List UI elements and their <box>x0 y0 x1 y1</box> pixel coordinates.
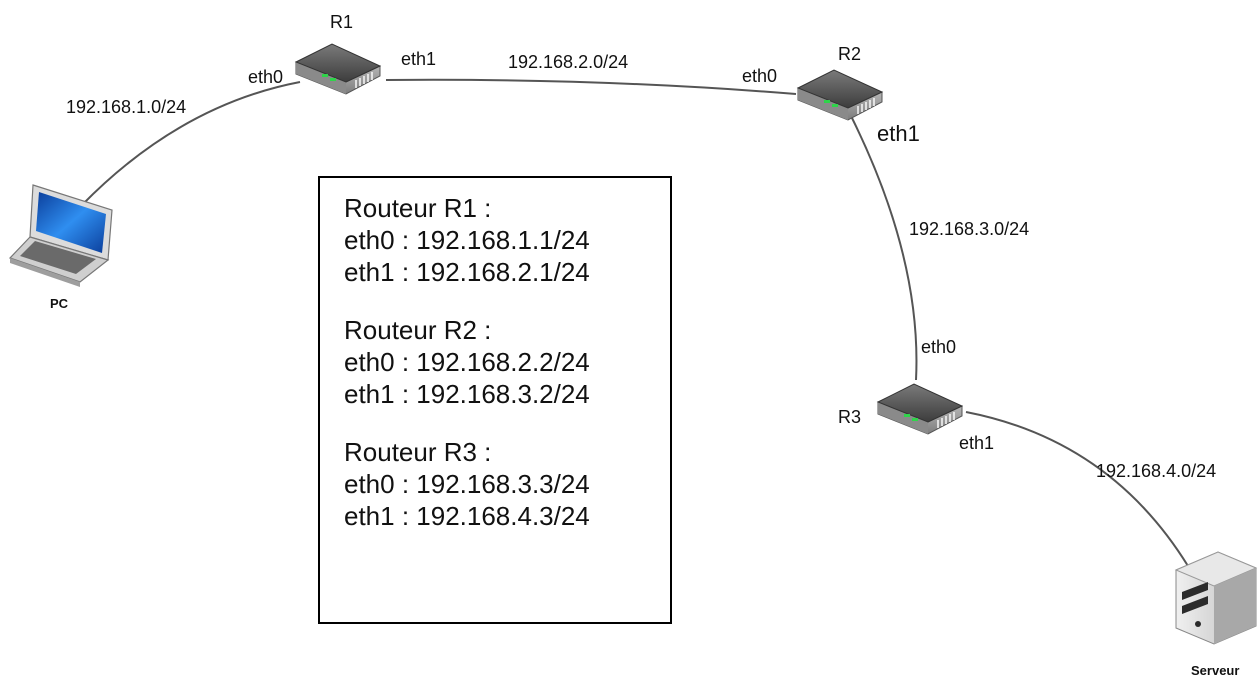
config-group-r2: Routeur R2 : eth0 : 192.168.2.2/24 eth1 … <box>344 314 670 410</box>
network-r2-r3-label: 192.168.3.0/24 <box>909 219 1030 239</box>
link-r1-r2 <box>385 78 797 95</box>
config-eth1: eth1 : 192.168.2.1/24 <box>344 257 590 287</box>
router-config-box: Routeur R1 : eth0 : 192.168.1.1/24 eth1 … <box>318 176 672 624</box>
config-title: Routeur R2 : <box>344 315 492 345</box>
router-r2-icon[interactable] <box>797 69 883 121</box>
link-pc-r1 <box>81 81 301 206</box>
config-title: Routeur R1 : <box>344 193 492 223</box>
config-eth0: eth0 : 192.168.1.1/24 <box>344 225 590 255</box>
r2-eth0-label: eth0 <box>742 66 778 86</box>
router-r1-label: R1 <box>330 12 354 32</box>
config-group-r1: Routeur R1 : eth0 : 192.168.1.1/24 eth1 … <box>344 192 670 288</box>
config-eth0: eth0 : 192.168.3.3/24 <box>344 469 590 499</box>
network-r1-r2-label: 192.168.2.0/24 <box>508 52 629 72</box>
router-r3-label: R3 <box>838 407 862 427</box>
router-r1-icon[interactable] <box>295 43 381 95</box>
r2-eth1-label: eth1 <box>877 121 920 146</box>
config-group-r3: Routeur R3 : eth0 : 192.168.3.3/24 eth1 … <box>344 436 670 532</box>
r1-eth0-label: eth0 <box>248 67 284 87</box>
network-pc-r1-label: 192.168.1.0/24 <box>66 97 187 117</box>
server-icon[interactable] <box>1174 551 1258 645</box>
config-title: Routeur R3 : <box>344 437 492 467</box>
link-r3-server <box>965 411 1189 567</box>
link-r2-r3 <box>851 117 918 381</box>
router-r2-label: R2 <box>838 44 862 64</box>
pc-label: PC <box>50 296 69 311</box>
laptop-icon[interactable] <box>8 184 113 287</box>
config-eth1: eth1 : 192.168.4.3/24 <box>344 501 590 531</box>
router-r3-icon[interactable] <box>877 383 963 435</box>
config-eth0: eth0 : 192.168.2.2/24 <box>344 347 590 377</box>
r1-eth1-label: eth1 <box>401 49 437 69</box>
r3-eth1-label: eth1 <box>959 433 995 453</box>
server-label: Serveur <box>1191 663 1240 678</box>
r3-eth0-label: eth0 <box>921 337 957 357</box>
config-eth1: eth1 : 192.168.3.2/24 <box>344 379 590 409</box>
network-r3-server-label: 192.168.4.0/24 <box>1096 461 1217 481</box>
